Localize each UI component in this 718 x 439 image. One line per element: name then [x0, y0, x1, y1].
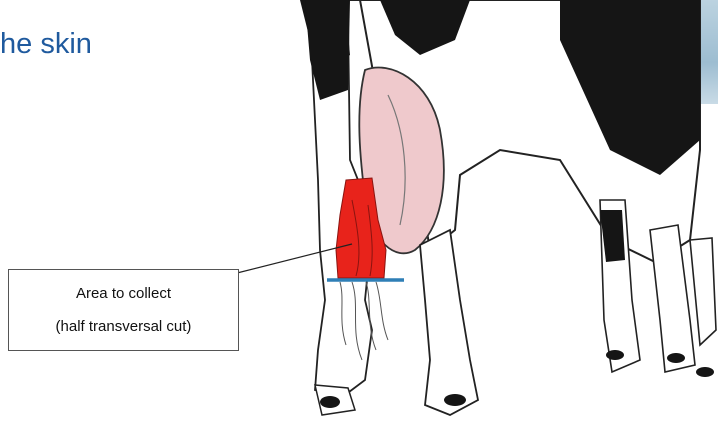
hind-leg-right [420, 230, 478, 415]
far-hoof-3 [696, 367, 714, 377]
far-leg-2 [650, 225, 695, 372]
callout-line-2: (half transversal cut) [56, 310, 192, 343]
far-hoof-1 [606, 350, 624, 360]
far-hoof-2 [667, 353, 685, 363]
hoof-right-black [444, 394, 466, 406]
hoof-left-black [320, 396, 340, 408]
black-patch-leg [305, 0, 350, 100]
far-leg-3 [690, 238, 716, 345]
callout-box: Area to collect (half transversal cut) [8, 269, 239, 351]
callout-line-1: Area to collect [76, 277, 171, 310]
